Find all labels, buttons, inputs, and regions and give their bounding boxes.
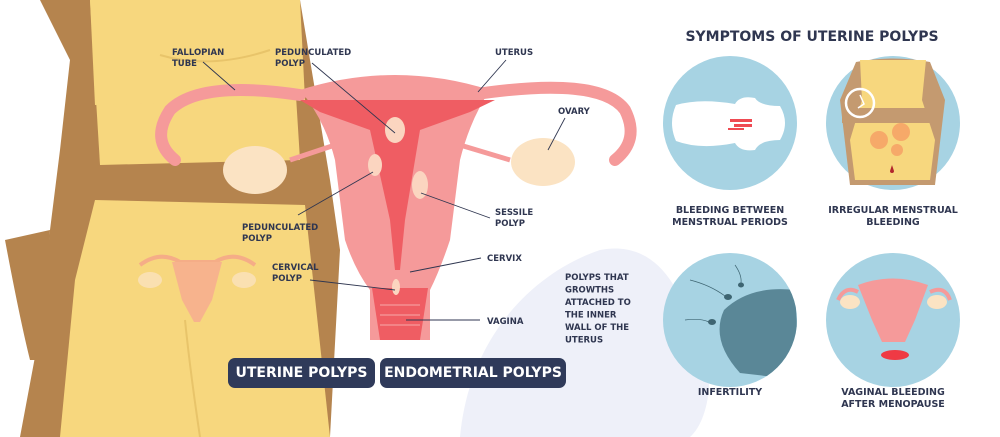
small-uterus-illustration: [138, 254, 257, 322]
uterus-diagram: [155, 75, 637, 340]
uterine-polyps-badge: UTERINE POLYPS: [228, 358, 375, 388]
label-cervix: CERVIX: [487, 254, 522, 264]
label-uterus: UTERUS: [495, 48, 533, 58]
label-ovary: OVARY: [558, 107, 591, 117]
background-cloud: [460, 248, 709, 437]
endometrial-polyps-badge: ENDOMETRIAL POLYPS: [380, 358, 566, 388]
left-ovary: [223, 146, 287, 194]
right-ovary: [511, 138, 575, 186]
sperm-egg-icon: [663, 253, 797, 387]
label-leader-lines: [202, 59, 566, 321]
uterus-bleeding-icon: [826, 253, 960, 387]
sanitary-pad-icon: [663, 56, 797, 190]
symptom-caption-3: INFERTILITY: [698, 387, 762, 398]
abdomen-pain-clock-icon: [826, 56, 960, 190]
label-vagina: VAGINA: [487, 317, 524, 327]
symptoms-title: SYMPTOMS OF UTERINE POLYPS: [685, 29, 938, 45]
